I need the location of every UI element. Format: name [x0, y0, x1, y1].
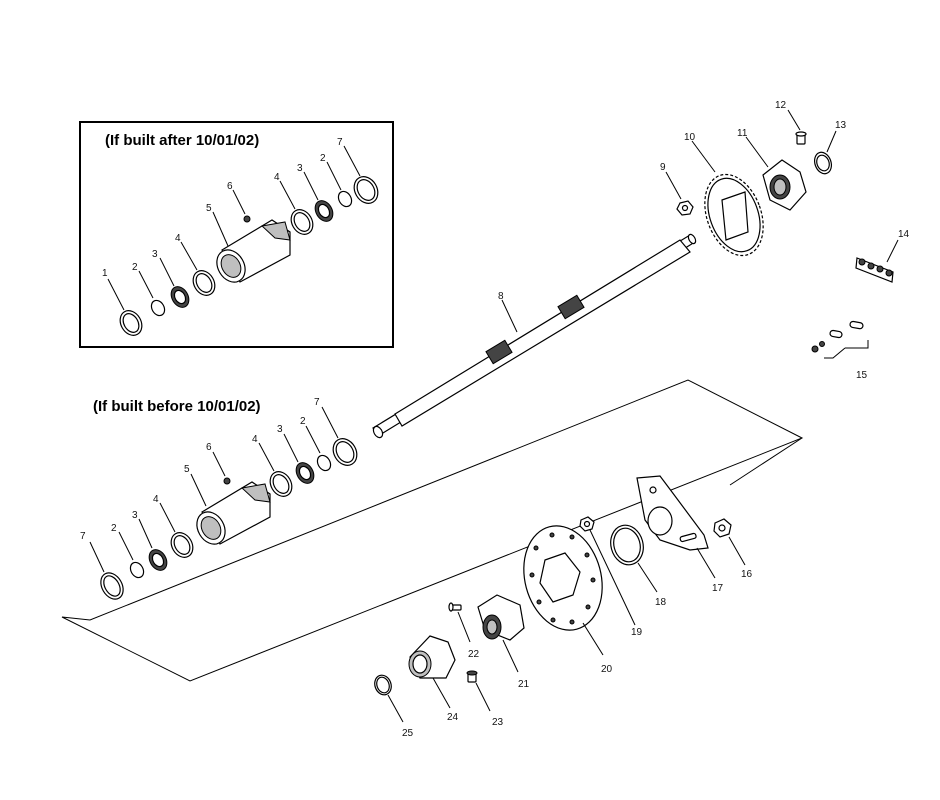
bearing-3-left: 3 [132, 510, 168, 571]
caliper-bracket-17: 17 [636, 475, 724, 594]
chain-14: 14 [855, 229, 910, 283]
sprocket-10: 10 [684, 132, 764, 257]
seal-7-right: 7 [314, 397, 358, 466]
callout-20: 20 [601, 664, 613, 675]
callout-2-left: 2 [111, 523, 117, 534]
inset-seal-ring-1: 1 [102, 268, 143, 336]
retaining-ring-18: 18 [610, 524, 667, 608]
brake-hub-21: 21 [477, 594, 530, 690]
nut-9: 9 [660, 162, 694, 216]
inset-title: (If built after 10/01/02) [105, 132, 259, 149]
inset-bearing-3: 3 [152, 249, 190, 308]
spacer-4-right: 4 [252, 434, 293, 497]
callout-7: 7 [337, 137, 343, 148]
brake-disc-20: 20 [523, 525, 613, 675]
inset-box: (If built after 10/01/02) 1 2 3 4 [79, 121, 394, 348]
nut-16: 16 [713, 518, 753, 580]
inset-snap-ring-2b: 2 [320, 153, 353, 208]
callout-22: 22 [468, 649, 480, 660]
callout-3: 3 [152, 249, 158, 260]
inset-spacer-4: 4 [175, 233, 216, 296]
callout-14: 14 [898, 229, 910, 240]
callout-24: 24 [447, 712, 459, 723]
callout-15: 15 [856, 370, 868, 381]
callout-6: 6 [227, 181, 233, 192]
snap-ring-2-right: 2 [300, 416, 332, 472]
callout-2: 2 [132, 262, 138, 273]
stud-22: 22 [448, 602, 480, 660]
callout-5: 5 [206, 203, 212, 214]
callout-7-right: 7 [314, 397, 320, 408]
inset-seal-7: 7 [337, 137, 379, 204]
callout-25: 25 [402, 728, 414, 739]
callout-6: 6 [206, 442, 212, 453]
inset-snap-ring-2: 2 [132, 262, 166, 317]
callout-4-left: 4 [153, 494, 159, 505]
callout-11: 11 [737, 128, 748, 139]
callout-3-right: 3 [277, 424, 283, 435]
callout-10: 10 [684, 132, 696, 143]
bolt-12: 12 [775, 100, 807, 145]
callout-16: 16 [741, 569, 753, 580]
seal-7-left: 7 [80, 531, 124, 600]
callout-3-left: 3 [132, 510, 138, 521]
callout-4-right: 4 [252, 434, 258, 445]
bearing-housing-5: 5 [184, 464, 271, 545]
callout-12: 12 [775, 100, 787, 111]
bearing-3-right: 3 [277, 424, 315, 484]
callout-2b: 2 [320, 153, 326, 164]
callout-8: 8 [498, 291, 504, 302]
spacer-4-left: 4 [153, 494, 194, 558]
callout-7-left: 7 [80, 531, 86, 542]
callout-2-right: 2 [300, 416, 306, 427]
inset-bearing-housing-5: 5 [206, 203, 291, 283]
callout-13: 13 [835, 120, 847, 131]
bolt-23: 23 [466, 670, 504, 728]
callout-9: 9 [660, 162, 666, 173]
main-title: (If built before 10/01/02) [93, 398, 261, 415]
callout-3b: 3 [297, 163, 303, 174]
snap-ring-13: 13 [813, 120, 847, 175]
brake-housing-24: 24 [408, 635, 459, 723]
axle-shaft-8: 8 [372, 233, 697, 439]
snap-ring-2-left: 2 [111, 523, 145, 579]
callout-1: 1 [102, 268, 108, 279]
inset-bearing-3b: 3 [297, 163, 334, 222]
callout-17: 17 [712, 583, 724, 594]
sprocket-hub-11: 11 [737, 128, 807, 211]
snap-ring-25: 25 [374, 674, 414, 739]
callout-19: 19 [631, 627, 643, 638]
nut-19: 19 [579, 516, 643, 638]
master-link-15: 15 [811, 320, 869, 381]
inset-grease-fitting-6: 6 [227, 181, 251, 223]
callout-23: 23 [492, 717, 504, 728]
callout-21: 21 [518, 679, 530, 690]
main-assembly: (If built before 10/01/02) 7 2 3 [61, 379, 804, 682]
callout-18: 18 [655, 597, 667, 608]
inset-spacer-4b: 4 [274, 172, 314, 235]
grease-fitting-6: 6 [206, 442, 231, 485]
callout-5: 5 [184, 464, 190, 475]
callout-4b: 4 [274, 172, 280, 183]
callout-4: 4 [175, 233, 181, 244]
